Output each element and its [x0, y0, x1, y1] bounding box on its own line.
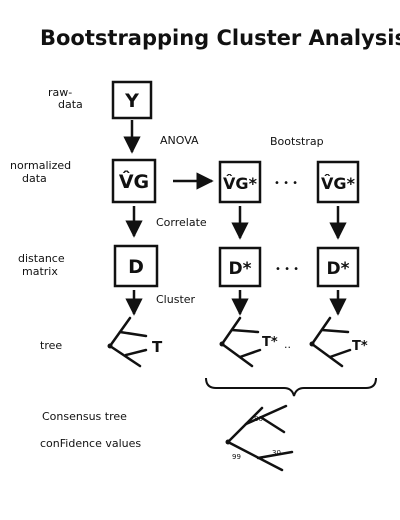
bootstrap-distance-symbol-1: D* [228, 259, 251, 279]
confidence-value-3: 99 [232, 453, 241, 461]
label-normalized-data-line2: data [22, 172, 47, 185]
tree-t-star-1-label: T* [262, 335, 278, 350]
bootstrap-data-box-1 [218, 160, 262, 204]
consensus-tree-root [225, 439, 231, 445]
ellipsis-tree: .. [284, 338, 291, 351]
bootstrap-data-symbol-2: V̂G* [321, 174, 356, 193]
confidence-value-1: 80 [254, 415, 263, 423]
label-raw-data-line2: data [58, 98, 83, 111]
label-distance-matrix-line1: distance [18, 252, 65, 265]
bootstrap-distance-box-1 [218, 246, 262, 288]
distance-matrix-symbol: D [128, 256, 144, 278]
step-bootstrap: Bootstrap [270, 135, 324, 148]
raw-data-symbol: Y [124, 90, 139, 112]
tree-t-star-1-drawing [220, 316, 262, 368]
bootstrap-data-box-2 [316, 160, 360, 204]
label-normalized-data-line1: normalized [10, 159, 71, 172]
bootstrap-distance-symbol-2: D* [326, 259, 349, 279]
tree-t-drawing [108, 316, 148, 368]
bootstrap-distance-box-2 [316, 246, 360, 288]
normalized-data-box [111, 158, 157, 204]
label-confidence-values: conFidence values [40, 437, 141, 450]
label-consensus-tree: Consensus tree [42, 410, 127, 423]
tree-t-star-2-root [309, 341, 315, 347]
brace [205, 377, 377, 397]
tree-t-root [107, 343, 113, 349]
confidence-value-2: 30 [272, 449, 281, 457]
distance-matrix-box [113, 244, 159, 288]
raw-data-box [111, 80, 153, 120]
label-distance-matrix-line2: matrix [22, 265, 58, 278]
label-raw-data-line1: raw- [48, 86, 72, 99]
step-anova: ANOVA [160, 134, 199, 147]
label-tree: tree [40, 339, 62, 352]
tree-t-label: T [152, 338, 163, 356]
bootstrap-data-symbol-1: V̂G* [223, 174, 258, 193]
ellipsis-distance: • • • [275, 264, 299, 275]
ellipsis-bootstrap: • • • [274, 178, 298, 189]
tree-t-star-2-drawing [310, 316, 352, 368]
tree-t-star-2-label: T* [352, 339, 368, 354]
tree-t-star-1-root [219, 341, 225, 347]
normalized-data-symbol: V̂G [119, 171, 149, 193]
diagram-title: Bootstrapping Cluster Analysis [40, 26, 400, 50]
step-cluster: Cluster [156, 293, 196, 306]
step-correlate: Correlate [156, 216, 207, 229]
consensus-tree-drawing [226, 404, 294, 472]
